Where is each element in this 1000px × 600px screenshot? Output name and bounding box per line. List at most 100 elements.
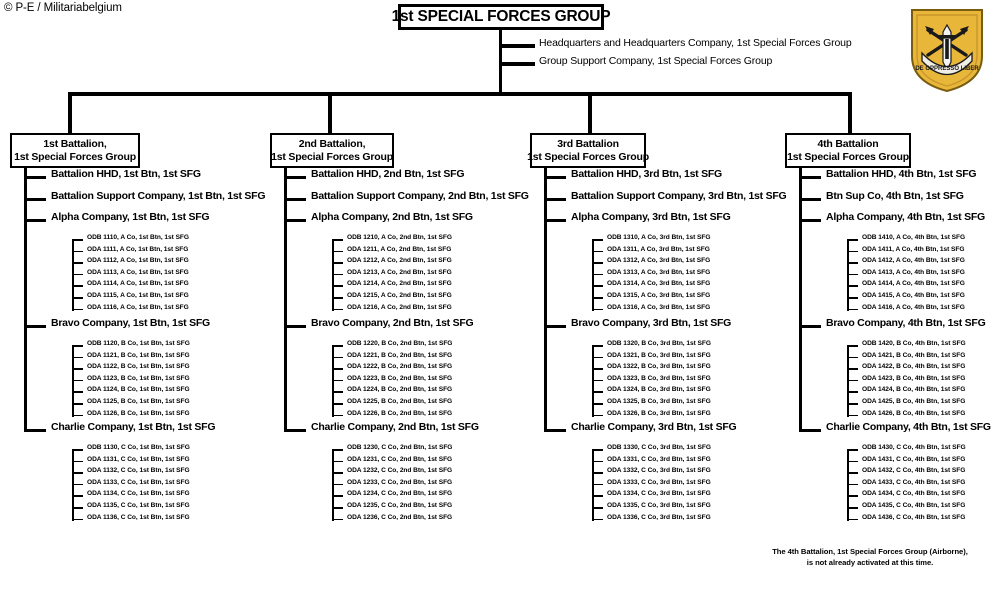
battalion-4-company-1-team-row-3: ODA 1412, A Co, 4th Btn, 1st SFG [862, 257, 965, 265]
connector-horizontal [592, 285, 603, 287]
battalion-4-company-1-team-row-1: ODB 1410, A Co, 4th Btn, 1st SFG [862, 234, 966, 241]
connector-horizontal [847, 239, 858, 241]
connector-horizontal [799, 429, 821, 432]
battalion-4-company-row-3: Charlie Company, 4th Btn, 1st SFG [826, 421, 991, 433]
connector-horizontal [799, 219, 821, 222]
battalion-box-line-2: 1st Special Forces Group [271, 150, 393, 163]
connector-horizontal [72, 379, 83, 382]
battalion-3-company-1-team-row-6: ODA 1315, A Co, 3rd Btn, 1st SFG [607, 292, 711, 299]
connector-horizontal [592, 414, 603, 417]
connector-horizontal [332, 472, 343, 474]
battalion-2-company-1-team-row-5: ODA 1214, A Co, 2nd Btn, 1st SFG [347, 280, 452, 288]
battalion-3-company-row-1: Alpha Company, 3rd Btn, 1st SFG [571, 211, 731, 223]
connector-horizontal [284, 219, 306, 222]
connector-horizontal [332, 297, 343, 299]
connector-horizontal [332, 391, 343, 393]
connector-horizontal [72, 308, 83, 311]
battalion-4-company-row-2: Bravo Company, 4th Btn, 1st SFG [826, 317, 986, 329]
battalion-2-direct-row-1: Battalion HHD, 2nd Btn, 1st SFG [311, 168, 465, 180]
battalion-3-direct-row-2: Battalion Support Company, 3rd Btn, 1st … [571, 190, 787, 202]
battalion-1-company-1-team-row-3: ODA 1112, A Co, 1st Btn, 1st SFG [87, 257, 189, 265]
battalion-1-company-3-team-row-4: ODA 1133, C Co, 1st Btn, 1st SFG [87, 478, 190, 486]
battalion-2-company-2-team-row-5: ODA 1224, B Co, 2nd Btn, 1st SFG [347, 386, 453, 394]
footnote-line-1: The 4th Battalion, 1st Special Forces Gr… [772, 547, 968, 556]
connector-horizontal [847, 368, 858, 370]
battalion-4-company-2-team-row-3: ODA 1422, B Co, 4th Btn, 1st SFG [862, 363, 966, 371]
connector-horizontal [72, 273, 83, 276]
battalion-2-company-1-team-row-4: ODA 1213, A Co, 2nd Btn, 1st SFG [347, 268, 452, 276]
connector-horizontal [592, 403, 603, 405]
battalion-3-company-1-team-row-3: ODA 1312, A Co, 3rd Btn, 1st SFG [607, 257, 711, 265]
battalion-box-line-1: 2nd Battalion, [298, 138, 366, 151]
battalion-1-company-1-team-row-5: ODA 1114, A Co, 1st Btn, 1st SFG [87, 280, 189, 288]
connector-horizontal [332, 379, 343, 382]
battalion-4-direct-row-1: Battalion HHD, 4th Btn, 1st SFG [826, 168, 977, 180]
battalion-1-company-3-team-row-7: ODA 1136, C Co, 1st Btn, 1st SFG [87, 513, 190, 521]
battalion-3-company-1-team-row-2: ODA 1311, A Co, 3rd Btn, 1st SFG [607, 245, 710, 253]
battalion-3-company-1-team-row-5: ODA 1314, A Co, 3rd Btn, 1st SFG [607, 280, 711, 288]
crest-motto-text: DE OPPRESSO LIBER [915, 66, 979, 72]
connector-horizontal [847, 449, 858, 451]
battalion-1-company-1-team-row-7: ODA 1116, A Co, 1st Btn, 1st SFG [87, 303, 189, 311]
battalion-1-company-1-team-row-1: ODB 1110, A Co, 1st Btn, 1st SFG [87, 234, 189, 241]
connector-horizontal [24, 198, 46, 201]
connector-horizontal [592, 495, 603, 497]
battalion-4-company-3-team-row-2: ODA 1431, C Co, 4th Btn, 1st SFG [862, 455, 966, 463]
battalion-2-company-1-team-row-2: ODA 1211, A Co, 2nd Btn, 1st SFG [347, 245, 452, 253]
battalion-1-company-3-team-row-5: ODA 1134, C Co, 1st Btn, 1st SFG [87, 490, 190, 498]
battalion-2-company-3-team-row-6: ODA 1235, C Co, 2nd Btn, 1st SFG [347, 502, 453, 509]
battalion-2-company-2-team-row-6: ODA 1225, B Co, 2nd Btn, 1st SFG [347, 398, 453, 405]
connector-horizontal [592, 308, 603, 311]
battalion-box-line-1: 4th Battalion [817, 138, 879, 151]
connector-horizontal [799, 198, 821, 201]
battalion-2-company-1-team-row-6: ODA 1215, A Co, 2nd Btn, 1st SFG [347, 292, 452, 299]
battalion-2-company-3-team-row-5: ODA 1234, C Co, 2nd Btn, 1st SFG [347, 490, 453, 498]
connector-horizontal [72, 518, 83, 521]
connector-horizontal [72, 483, 83, 486]
connector-horizontal [592, 391, 603, 393]
battalion-1-company-2-team-row-2: ODA 1121, B Co, 1st Btn, 1st SFG [87, 351, 190, 359]
connector-horizontal [72, 414, 83, 417]
battalion-4-company-1-team-row-5: ODA 1414, A Co, 4th Btn, 1st SFG [862, 280, 965, 288]
battalion-2-company-3-team-row-2: ODA 1231, C Co, 2nd Btn, 1st SFG [347, 455, 453, 463]
battalion-3-company-2-team-row-3: ODA 1322, B Co, 3rd Btn, 1st SFG [607, 363, 711, 371]
connector-horizontal [332, 239, 343, 241]
connector-horizontal [847, 495, 858, 497]
connector-horizontal [284, 198, 306, 201]
battalion-1-company-2-team-row-4: ODA 1123, B Co, 1st Btn, 1st SFG [87, 374, 190, 382]
footnote-line-2: is not already activated at this time. [806, 558, 934, 568]
battalion-box-2: 2nd Battalion,1st Special Forces Group [270, 133, 394, 168]
connector-vertical [24, 168, 27, 431]
battalion-4-company-1-team-row-4: ODA 1413, A Co, 4th Btn, 1st SFG [862, 268, 965, 276]
battalion-2-company-row-2: Bravo Company, 2nd Btn, 1st SFG [311, 317, 474, 329]
connector-horizontal [592, 262, 603, 264]
battalion-1-company-1-team-row-6: ODA 1115, A Co, 1st Btn, 1st SFG [87, 292, 189, 299]
connector-horizontal [799, 325, 821, 328]
battalion-3-company-2-team-row-2: ODA 1321, B Co, 3rd Btn, 1st SFG [607, 351, 711, 359]
connector-horizontal [847, 250, 858, 253]
connector-horizontal [332, 518, 343, 521]
connector-horizontal [332, 345, 343, 347]
battalion-4-company-2-team-row-4: ODA 1423, B Co, 4th Btn, 1st SFG [862, 374, 966, 382]
battalion-3-company-row-3: Charlie Company, 3rd Btn, 1st SFG [571, 421, 737, 433]
battalion-2-company-3-team-row-4: ODA 1233, C Co, 2nd Btn, 1st SFG [347, 478, 453, 486]
connector-vertical [848, 92, 852, 135]
battalion-1-direct-row-1: Battalion HHD, 1st Btn, 1st SFG [51, 168, 201, 180]
connector-horizontal [72, 449, 83, 451]
battalion-4-company-3-team-row-7: ODA 1436, C Co, 4th Btn, 1st SFG [862, 513, 966, 521]
connector-horizontal [847, 483, 858, 486]
battalion-box-line-1: 1st Battalion, [43, 138, 107, 151]
connector-horizontal [72, 472, 83, 474]
connector-horizontal [72, 345, 83, 347]
battalion-3-company-3-team-row-7: ODA 1336, C Co, 3rd Btn, 1st SFG [607, 513, 711, 521]
connector-horizontal [332, 273, 343, 276]
connector-horizontal [72, 250, 83, 253]
connector-horizontal [592, 460, 603, 463]
connector-horizontal [592, 449, 603, 451]
connector-horizontal [592, 472, 603, 474]
connector-horizontal [332, 308, 343, 311]
connector-horizontal [332, 460, 343, 463]
connector-horizontal [592, 518, 603, 521]
connector-horizontal [499, 44, 535, 48]
